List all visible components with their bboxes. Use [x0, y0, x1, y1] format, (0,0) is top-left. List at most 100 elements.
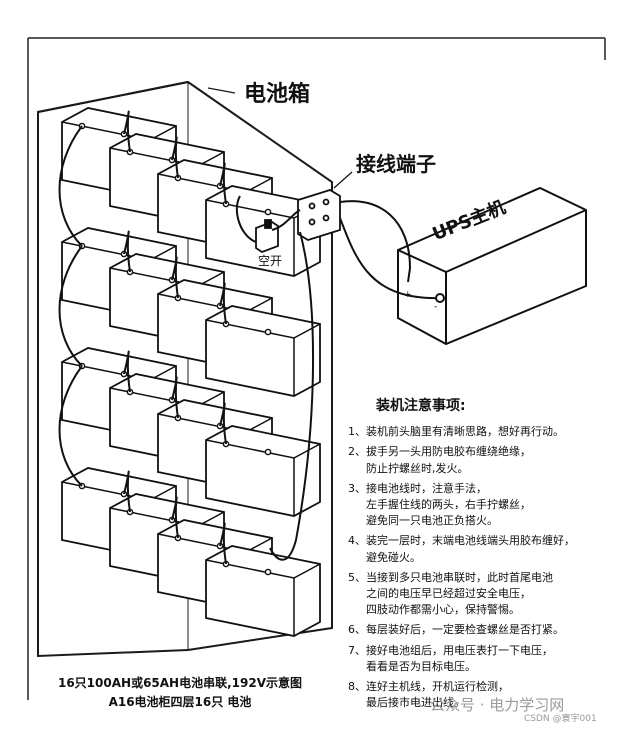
note-number: 2、 — [348, 445, 366, 459]
note-line: 接好电池组后，用电压表打一下电压， — [366, 643, 553, 657]
ups-edge — [445, 209, 587, 273]
terminal-block-label: 接线端子 — [356, 152, 436, 176]
main-cables — [235, 195, 445, 561]
note-line: 装完一层时，末端电池线端头用胶布缠好， — [366, 534, 575, 548]
cable-breaker-terminal — [271, 209, 301, 231]
ups-edge — [397, 249, 447, 273]
note-number: 4、 — [348, 534, 366, 548]
battery-outline — [205, 425, 321, 517]
note-line: 防止拧螺丝时,发火。 — [366, 461, 469, 475]
battery-link — [219, 162, 227, 205]
terminal-screw — [322, 198, 330, 206]
battery-link — [123, 110, 131, 153]
note-line: 最后接市电进出线。 — [366, 696, 465, 710]
terminal-screw — [308, 218, 316, 226]
cable-breaker-battery — [235, 195, 257, 243]
ups-unit — [397, 186, 587, 346]
note-text: 接电池线时，注意手法， 左手握住线的两头，右手拧螺丝， 避免同一只电池正负搭火。 — [366, 481, 531, 530]
note-line: 当接到多只电池串联时，此时首尾电池 — [366, 570, 553, 584]
watermark-main: 公众号 · 电力学习网 — [430, 696, 565, 714]
note-line: 接电池线时，注意手法， — [366, 481, 487, 495]
note-text: 当接到多只电池串联时，此时首尾电池之间的电压早已经超过安全电压， 四肢动作都需小心… — [366, 570, 553, 619]
note-number: 1、 — [348, 425, 366, 439]
cable-terminal-bottom — [269, 231, 314, 561]
note-number: 7、 — [348, 643, 366, 657]
note-text: 装机前头脑里有清晰思路，想好再行动。 — [366, 424, 564, 440]
battery-link — [219, 402, 227, 445]
note-line: 每层装好后，一定要检查螺丝是否打紧。 — [366, 623, 564, 637]
note-text: 接好电池组后，用电压表打一下电压， 看看是否为目标电压。 — [366, 643, 553, 675]
note-text: 装完一层时，末端电池线端头用胶布缠好， 避免碰火。 — [366, 533, 575, 565]
battery — [205, 305, 321, 397]
box-leader — [207, 87, 236, 94]
row-link — [58, 245, 83, 367]
cable-to-ups-negative — [339, 217, 441, 300]
cabinet-edge — [37, 81, 189, 113]
note-text: 拔手另一头用防电胶布缠绕绝缘， 防止拧螺丝时,发火。 — [366, 444, 531, 476]
note-item: 2、拔手另一头用防电胶布缠绕绝缘， 防止拧螺丝时,发火。 — [348, 444, 610, 476]
note-line: 避免同一只电池正负搭火。 — [366, 514, 498, 528]
frame — [27, 37, 606, 700]
terminal-screw — [322, 214, 330, 222]
note-item: 3、接电池线时，注意手法， 左手握住线的两头，右手拧螺丝， 避免同一只电池正负搭火。 — [348, 481, 610, 530]
ups-positive-mark: + — [404, 290, 412, 300]
note-line: 避免碰火。 — [366, 550, 421, 564]
terminal-screw — [308, 202, 316, 210]
note-text: 连好主机线，开机运行检测， 最后接市电进出线。 — [366, 679, 509, 711]
note-line: 之间的电压早已经超过安全电压， — [366, 587, 531, 601]
battery-link — [219, 282, 227, 325]
battery-link — [171, 136, 179, 179]
cable-to-ups-positive — [339, 200, 412, 283]
note-line: 四肢动作都需小心，保持警惕。 — [366, 603, 520, 617]
note-item: 1、装机前头脑里有清晰思路，想好再行动。 — [348, 424, 610, 440]
caption-line-2: A16电池柜四层16只 电池 — [108, 695, 252, 709]
notes-title: 装机注意事项: — [376, 398, 466, 414]
switch-label: 空开 — [258, 254, 283, 268]
ups-negative-terminal — [435, 293, 445, 303]
note-number: 5、 — [348, 570, 366, 584]
row-link — [58, 365, 83, 487]
battery-outline — [205, 305, 321, 397]
note-text: 每层装好后，一定要检查螺丝是否打紧。 — [366, 622, 564, 638]
watermark-sub: CSDN @寰宇001 — [524, 714, 597, 724]
battery-links — [58, 110, 227, 565]
battery-link — [123, 350, 131, 393]
battery-link — [123, 230, 131, 273]
notes-list: 1、装机前头脑里有清晰思路，想好再行动。2、拔手另一头用防电胶布缠绕绝缘，防止拧… — [348, 424, 610, 711]
ups-negative-mark: - — [434, 302, 438, 312]
battery-box-label: 电池箱 — [244, 82, 311, 107]
note-item: 7、接好电池组后，用电压表打一下电压， 看看是否为目标电压。 — [348, 643, 610, 675]
terminal-block — [297, 171, 353, 241]
battery-terminal — [264, 448, 272, 456]
note-line: 看看是否为目标电压。 — [366, 659, 476, 673]
battery-link — [171, 496, 179, 539]
note-item: 6、每层装好后，一定要检查螺丝是否打紧。 — [348, 622, 610, 638]
terminal-body — [297, 189, 341, 241]
battery-link — [171, 256, 179, 299]
battery-outline — [205, 545, 321, 637]
note-line: 拔手另一头用防电胶布缠绕绝缘， — [366, 445, 531, 459]
battery-link — [123, 470, 131, 513]
note-line: 连好主机线，开机运行检测， — [366, 680, 509, 694]
note-number: 3、 — [348, 481, 366, 495]
row-link — [58, 125, 83, 247]
terminal-leader — [333, 171, 353, 189]
note-item: 5、当接到多只电池串联时，此时首尾电池之间的电压早已经超过安全电压， 四肢动作都需… — [348, 570, 610, 619]
note-item: 4、装完一层时，末端电池线端头用胶布缠好， 避免碰火。 — [348, 533, 610, 565]
note-line: 装机前头脑里有清晰思路，想好再行动。 — [366, 425, 564, 439]
battery — [205, 545, 321, 637]
note-number: 6、 — [348, 623, 366, 637]
note-line: 左手握住线的两头，右手拧螺丝， — [366, 498, 531, 512]
note-item: 8、连好主机线，开机运行检测， 最后接市电进出线。 — [348, 679, 610, 711]
battery-terminal — [264, 568, 272, 576]
battery-link — [219, 522, 227, 565]
breaker-lever — [264, 219, 272, 229]
install-notes: 装机注意事项: 1、装机前头脑里有清晰思路，想好再行动。2、拔手另一头用防电胶布… — [348, 398, 610, 715]
battery-terminal — [264, 208, 272, 216]
caption-line-1: 16只100AH或65AH电池串联,192V示意图 — [57, 676, 302, 690]
battery-terminal — [264, 328, 272, 336]
battery-link — [171, 376, 179, 419]
diagram-caption: 16只100AH或65AH电池串联,192V示意图 A16电池柜四层16只 电池 — [30, 674, 330, 712]
note-number: 8、 — [348, 680, 366, 694]
